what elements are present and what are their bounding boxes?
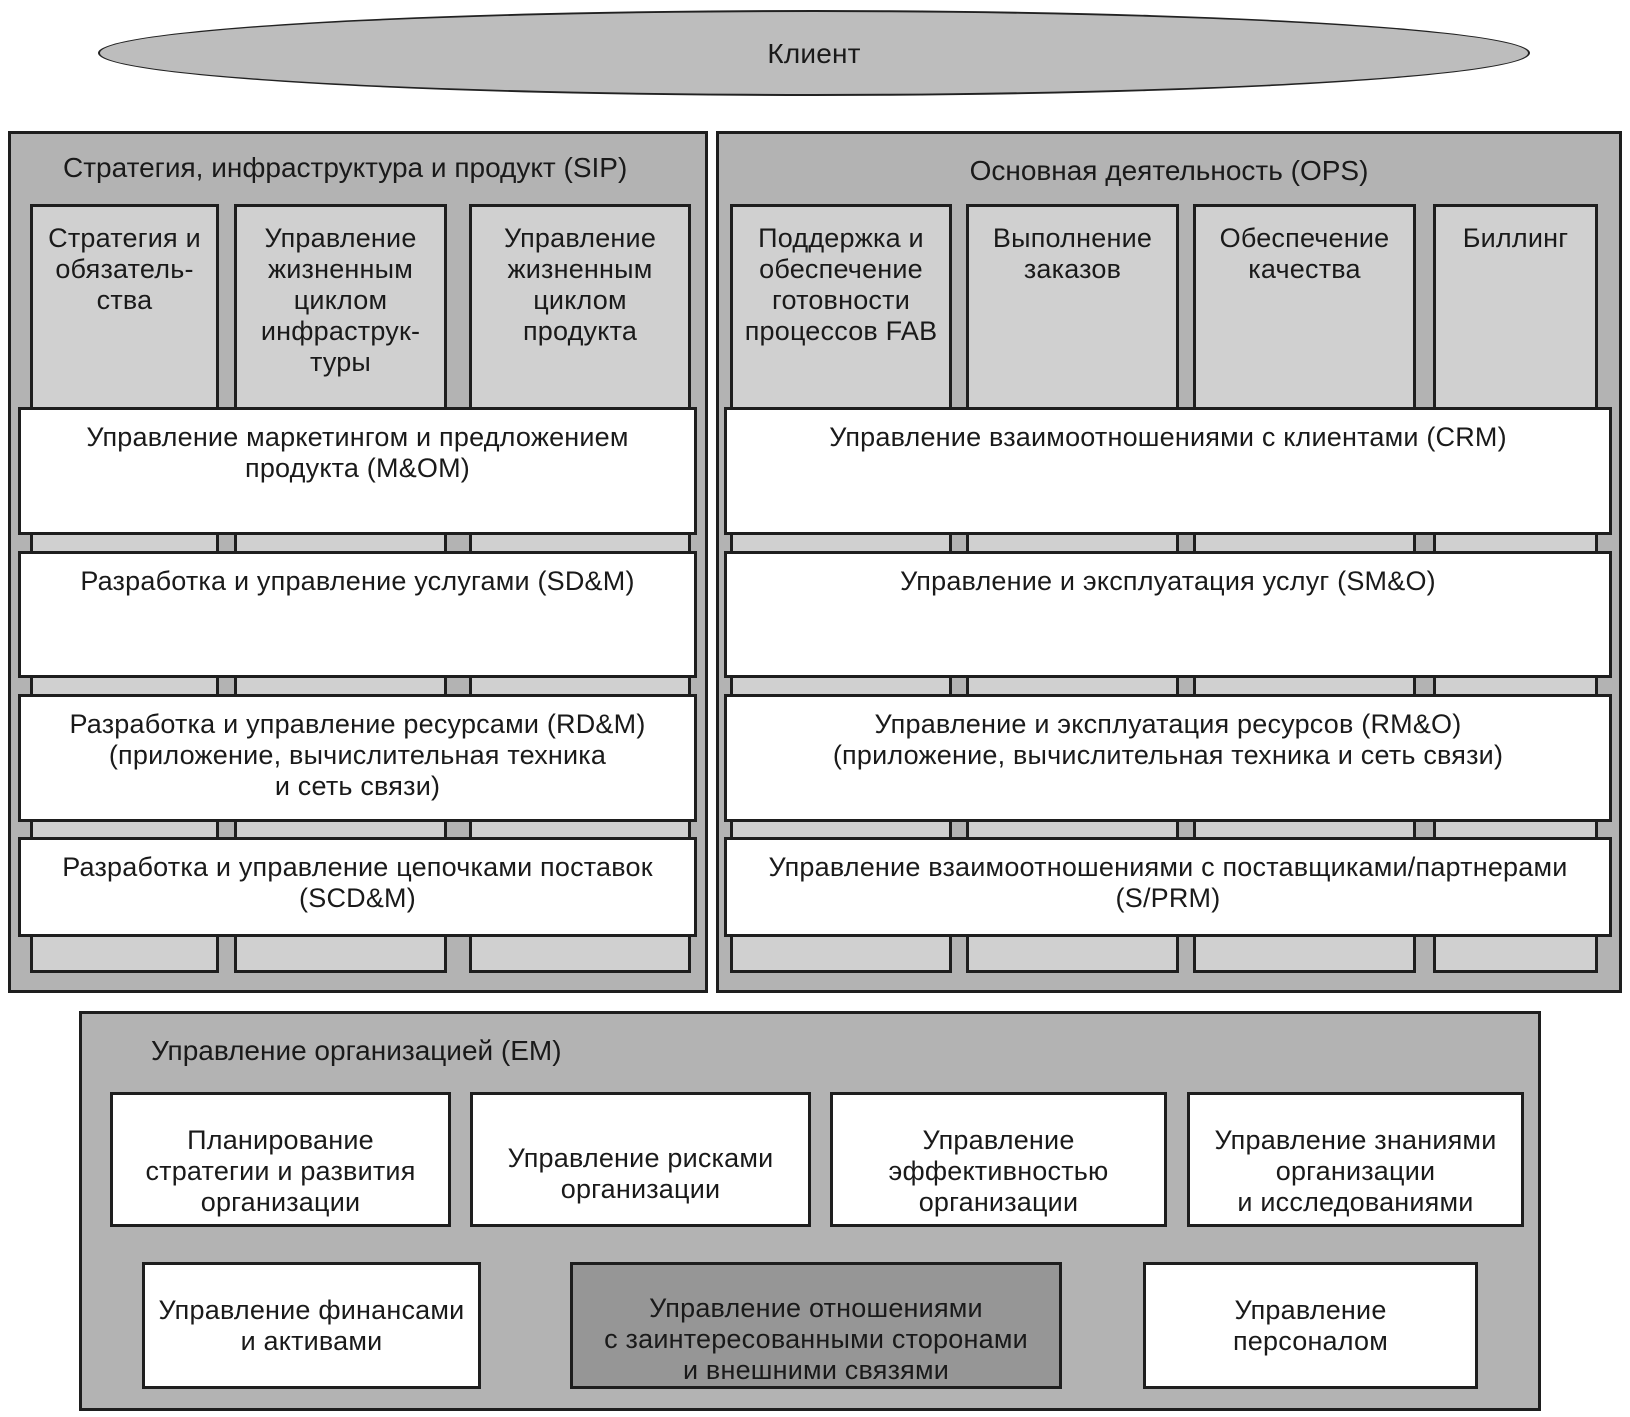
sip-row-label: Разработка и управление услугами (SD&M) xyxy=(80,566,635,596)
sip-row-label: Разработка и управление цепочками постав… xyxy=(62,852,653,913)
ops-title: Основная деятельность (OPS) xyxy=(969,155,1369,186)
em-box-label: Управление отношениями с заинтересованны… xyxy=(604,1293,1028,1385)
em-box-label: Планирование стратегии и развития органи… xyxy=(145,1125,416,1217)
em-box-label: Управление эффективностью организации xyxy=(888,1125,1109,1217)
ops-row-smo: Управление и эксплуатация услуг (SM&O) xyxy=(724,551,1612,678)
ops-row-label: Управление и эксплуатация ресурсов (RM&O… xyxy=(832,709,1504,770)
sip-column-label: Стратегия и обязатель- ства xyxy=(48,223,201,315)
ops-row-label: Управление взаимоотношениями с клиентами… xyxy=(829,422,1507,452)
em-box-effectiveness: Управление эффективностью организации xyxy=(830,1092,1167,1227)
em-box-label: Управление знаниями организации и исслед… xyxy=(1214,1125,1497,1217)
ops-row-label: Управление взаимоотношениями с поставщик… xyxy=(768,852,1568,913)
ops-column-label: Выполнение заказов xyxy=(992,223,1153,284)
em-title: Управление организацией (EM) xyxy=(151,1035,562,1066)
ops-column-label: Обеспечение качества xyxy=(1219,223,1390,284)
ops-row-crm: Управление взаимоотношениями с клиентами… xyxy=(724,407,1612,535)
sip-row-sdm: Разработка и управление услугами (SD&M) xyxy=(18,551,697,678)
em-box-stakeholder-relations: Управление отношениями с заинтересованны… xyxy=(570,1262,1062,1389)
ops-row-sprm: Управление взаимоотношениями с поставщик… xyxy=(724,837,1612,937)
sip-row-label: Разработка и управление ресурсами (RD&M)… xyxy=(69,709,646,801)
em-box-label: Управление персоналом xyxy=(1232,1294,1389,1356)
sip-title: Стратегия, инфраструктура и продукт (SIP… xyxy=(63,152,628,183)
ops-row-label: Управление и эксплуатация услуг (SM&O) xyxy=(900,566,1436,596)
em-box-knowledge-research: Управление знаниями организации и исслед… xyxy=(1187,1092,1524,1227)
em-box-label: Управление финансами и активами xyxy=(158,1294,465,1356)
sip-row-label: Управление маркетингом и предложением пр… xyxy=(86,422,629,483)
em-box-finance-assets: Управление финансами и активами xyxy=(142,1262,481,1389)
client-ellipse: Клиент xyxy=(98,10,1530,96)
sip-row-rdm: Разработка и управление ресурсами (RD&M)… xyxy=(18,694,697,822)
ops-row-rmo: Управление и эксплуатация ресурсов (RM&O… xyxy=(724,694,1612,822)
sip-column-label: Управление жизненным циклом продукта xyxy=(503,223,657,346)
em-box-strategy-planning: Планирование стратегии и развития органи… xyxy=(110,1092,451,1227)
sip-row-scdm: Разработка и управление цепочками постав… xyxy=(18,837,697,937)
ops-column-label: Биллинг xyxy=(1462,223,1569,253)
em-box-hr: Управление персоналом xyxy=(1143,1262,1478,1389)
sip-column-label: Управление жизненным циклом инфраструк- … xyxy=(260,223,421,377)
em-box-risk-management: Управление рисками организации xyxy=(470,1092,811,1227)
ops-column-label: Поддержка и обеспечение готовности проце… xyxy=(744,223,938,346)
em-box-label: Управление рисками организации xyxy=(507,1143,774,1204)
sip-row-mom: Управление маркетингом и предложением пр… xyxy=(18,407,697,535)
client-label: Клиент xyxy=(767,37,861,69)
